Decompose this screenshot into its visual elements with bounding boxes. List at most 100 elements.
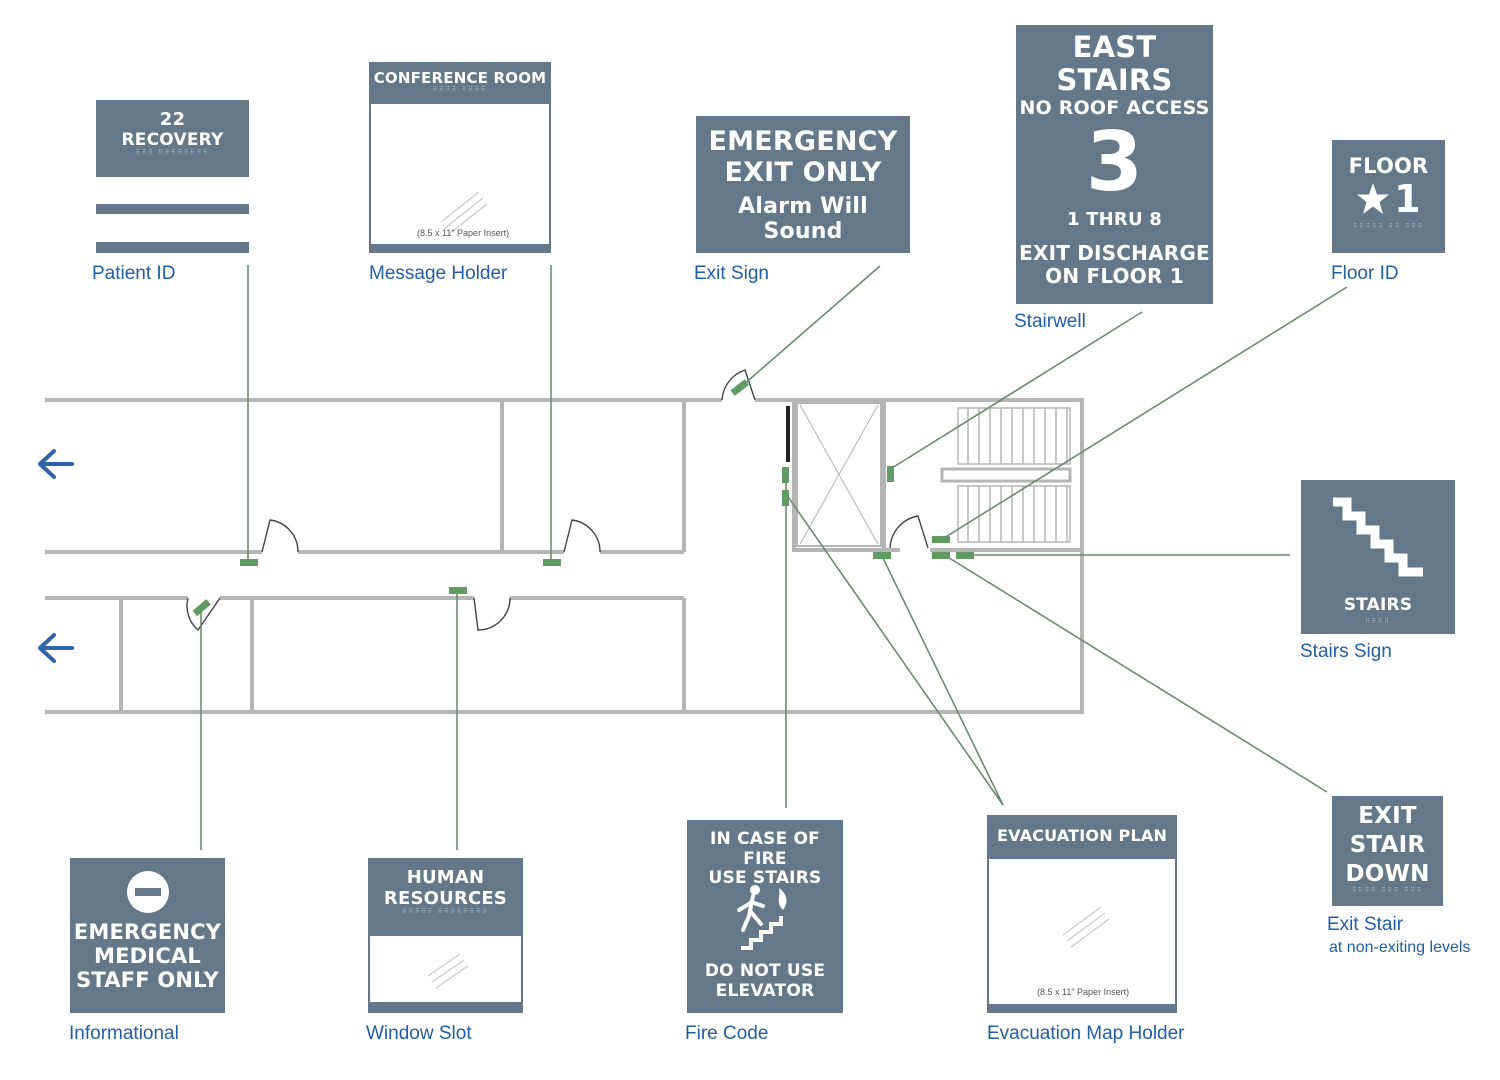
window-slot-line-1: HUMAN [406,867,485,888]
evacuation-insert-note: (8.5 x 11" Paper Insert) [1037,987,1130,997]
info-line-1: EMERGENCY [73,920,222,944]
star-icon [1357,183,1390,215]
fire-line-3: DO NOT USE [704,961,826,981]
elevator-shaft [796,402,882,547]
marker-informational [192,599,211,617]
window-slot-sign: HUMAN RESOURCES ⠿⠿⠿⠿⠿ ⠿⠿⠿⠿⠿⠿⠿⠿ [368,858,523,1013]
leader-floor-id [943,286,1348,539]
exit-sign: EMERGENCY EXIT ONLY Alarm Will Sound [696,116,910,253]
paper-insert-note: (8.5 x 11" Paper Insert) [417,228,510,238]
marker-floor-id [932,536,950,543]
exit-stair-line-2: STAIR [1349,831,1426,858]
stair-landing-rail [940,467,1072,483]
door-lower-1 [186,597,221,632]
braille-dots: ⠿⠿⠿⠿⠿ ⠿⠿⠿⠿⠿⠿⠿⠿ [402,909,489,916]
arrow-left-icon [38,633,74,663]
floor-label: FLOOR [1348,154,1429,178]
stairwell-floors: 1 THRU 8 [1066,208,1162,230]
person-stairs-fire-icon [737,885,787,950]
caption-exit-stair-sub: at non-exiting levels [1329,939,1471,956]
marker-message-holder [543,559,561,566]
stairwell-discharge: EXIT DISCHARGE [1019,241,1210,266]
marker-stairwell [887,466,894,482]
caption-window-slot: Window Slot [366,1023,472,1044]
stairs-label: STAIRS [1343,595,1413,615]
caption-fire-code: Fire Code [685,1023,769,1044]
braille-dots: ⠿⠿⠿⠿ ⠿⠿⠿ ⠿⠿⠿ [1351,888,1424,895]
marker-fire-code-1 [782,467,789,483]
no-entry-icon [127,871,169,913]
marker-patient-id [240,559,258,566]
message-holder-sign: CONFERENCE ROOM ⠿⠿⠿⠿ ⠿⠿⠿⠿ (8.5 x 11" Pap… [369,62,551,253]
caption-floor-id: Floor ID [1331,263,1399,284]
leader-exit-stair [945,555,1328,793]
arrow-left-icon [38,449,74,479]
fire-line-1: IN CASE OF FIRE [710,829,820,869]
room-name: RECOVERY [121,129,224,150]
caption-stairwell: Stairwell [1014,311,1086,332]
sign-markers [192,379,974,617]
braille-dots: ⠿⠿⠿⠿⠿ ⠿⠿ ⠿⠿⠿ [1352,224,1425,231]
wall-top-outer-right [45,398,1084,714]
glass-glare-icon [1062,906,1110,948]
floor-id-sign: FLOOR 1 ⠿⠿⠿⠿⠿ ⠿⠿ ⠿⠿⠿ [1332,140,1445,253]
marker-stairs-sign-1 [932,552,950,559]
fire-line-4: ELEVATOR [715,980,815,1001]
glass-glare-icon [427,953,469,989]
patient-id-sign: 22 RECOVERY ⠿⠿⠿ ⠿⠿⠿⠿⠿⠿⠿⠿ [96,100,249,253]
stairwell-roof: NO ROOF ACCESS [1019,96,1210,119]
stairwell-name: EAST STAIRS [1056,30,1173,98]
window-slot-line-2: RESOURCES [383,887,508,909]
insert-slot-2 [96,214,249,242]
leader-evac-1 [785,493,1004,806]
exit-line-2: EXIT ONLY [724,157,882,189]
stair-flight [957,407,1071,465]
evacuation-map-holder: EVACUATION PLAN (8.5 x 11" Paper Insert) [987,815,1177,1013]
braille-dots: ⠿⠿⠿⠿ [1365,619,1391,625]
info-line-3: STAFF ONLY [76,968,219,993]
marker-stairs-sign-2 [956,552,974,559]
leader-evac-2 [881,555,1004,806]
message-holder-title: CONFERENCE ROOM [373,69,547,87]
window-insert [370,936,521,1002]
wall-core [792,400,900,552]
door-conference [563,519,601,553]
leader-exit-sign [741,265,881,387]
leader-lines [200,265,1348,850]
caption-informational: Informational [69,1023,179,1044]
fire-code-sign: IN CASE OF FIRE USE STAIRS DO NOT USE EL… [687,820,843,1013]
braille-dots: ⠿⠿⠿⠿ ⠿⠿⠿⠿ [432,87,488,94]
braille-dots: ⠿⠿⠿ ⠿⠿⠿⠿⠿⠿⠿⠿ [135,150,210,157]
evacuation-title: EVACUATION PLAN [996,826,1168,845]
fire-line-2: USE STAIRS [708,868,822,889]
stairs-icon [1333,497,1423,577]
paper-insert: (8.5 x 11" Paper Insert) [371,104,549,244]
exit-line-1: EMERGENCY [708,126,898,157]
informational-sign: EMERGENCY MEDICAL STAFF ONLY [70,858,225,1013]
room-number: 22 [159,109,186,130]
info-line-2: MEDICAL [94,944,201,969]
insert-slot-1 [96,177,249,204]
stairwell-discharge-floor: ON FLOOR 1 [1045,264,1184,289]
caption-evacuation: Evacuation Map Holder [987,1023,1185,1044]
stairwell-number: 3 [1085,114,1144,210]
marker-window-slot [449,587,467,594]
caption-patient-id: Patient ID [92,263,176,284]
evacuation-insert: (8.5 x 11" Paper Insert) [989,859,1175,1004]
marker-elevator-1 [873,552,891,559]
exit-stair-line-1: EXIT [1358,803,1417,829]
doors [186,369,929,632]
marker-exit-sign [730,379,749,396]
exit-stair-sign: EXIT STAIR DOWN ⠿⠿⠿⠿ ⠿⠿⠿ ⠿⠿⠿ [1332,796,1443,906]
stair-treads [957,407,1071,543]
caption-exit-stair: Exit Stair [1327,914,1404,935]
stair-flight [957,485,1071,543]
elevator-cross [799,404,879,545]
stairs-sign: STAIRS ⠿⠿⠿⠿ [1301,480,1455,634]
door-exit [721,369,756,401]
caption-stairs-sign: Stairs Sign [1300,641,1392,662]
exit-line-3: Alarm Will Sound [738,194,868,245]
glass-glare-icon [440,191,488,235]
